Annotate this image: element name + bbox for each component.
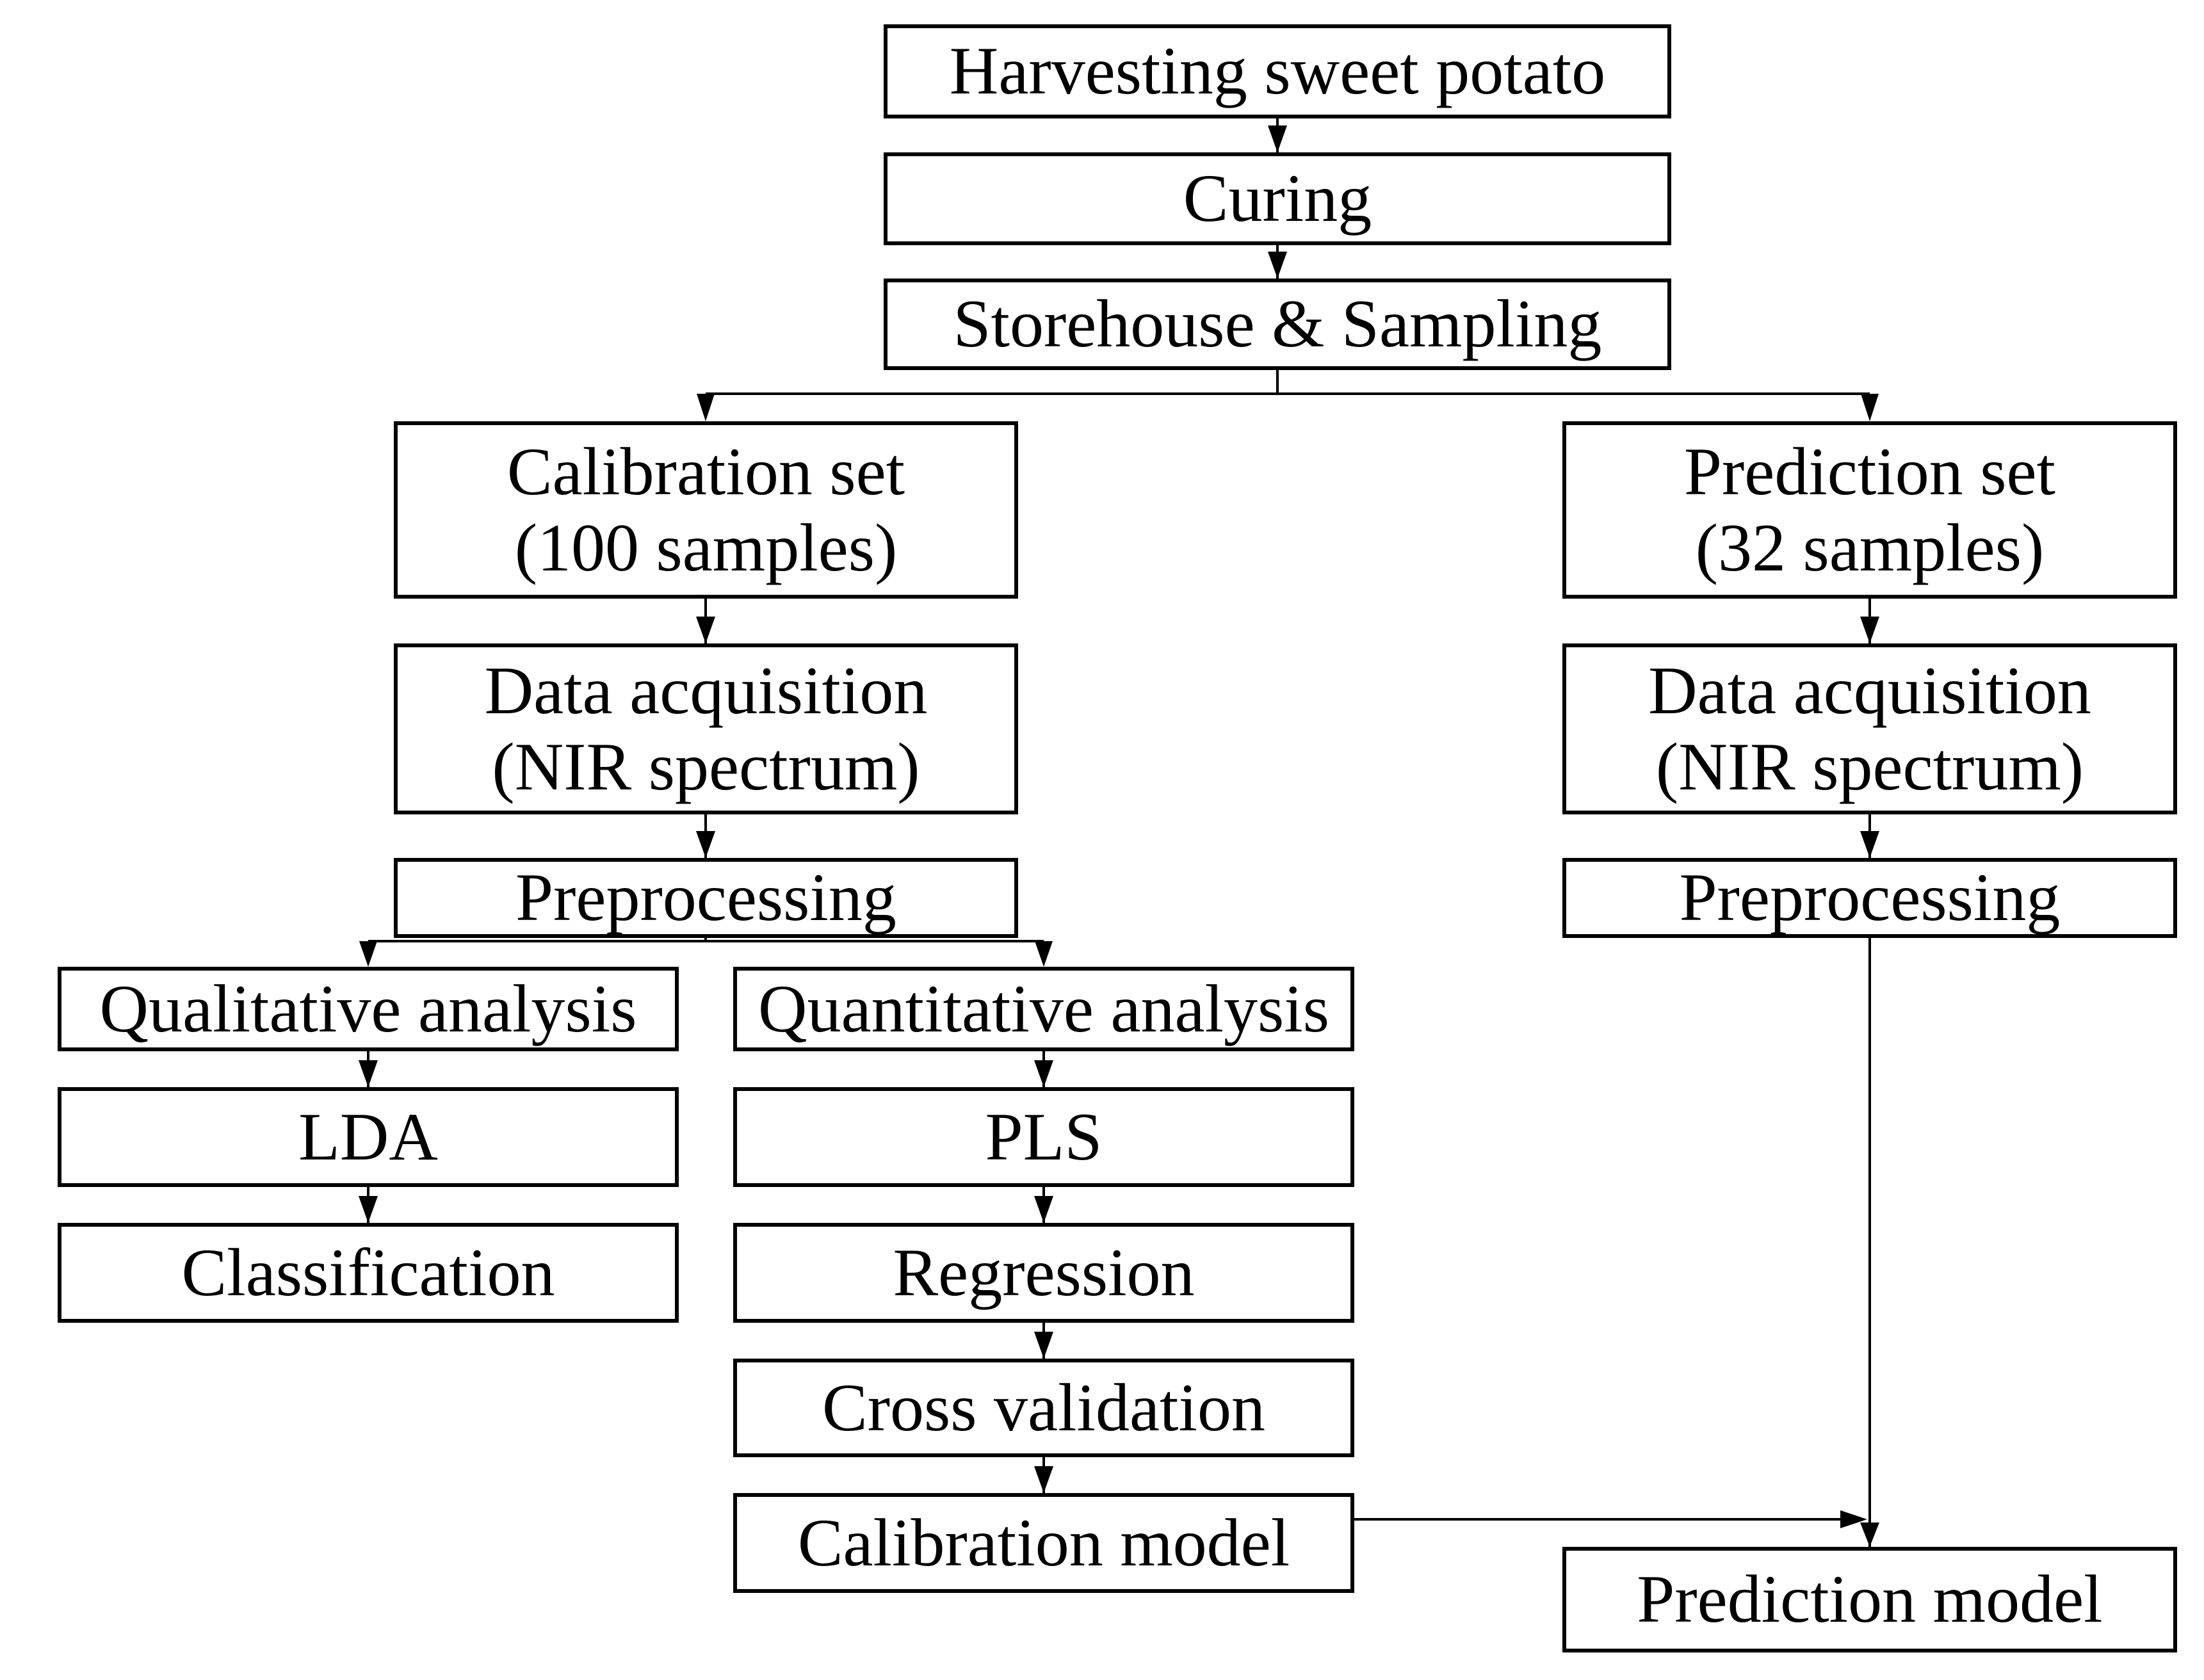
flow-box-label-line2: (NIR spectrum)	[1655, 729, 2084, 804]
flow-box-label-line2: (100 samples)	[514, 510, 898, 585]
flow-box-label: Classification	[181, 1234, 555, 1310]
arrow-lda-to-classification	[359, 1187, 378, 1223]
flow-box-label: Curing	[1183, 161, 1372, 236]
flow-box-label-line2: (32 samples)	[1695, 510, 2045, 585]
flow-box-label: Cross validation	[822, 1369, 1265, 1445]
arrow-curing-to-storehouse	[1268, 245, 1287, 279]
branch-preprocessing-to-analyses	[359, 938, 1053, 967]
arrow-cross-validation-to-calibration-model	[1034, 1457, 1053, 1493]
flow-box-label-line1: Calibration set	[506, 433, 905, 509]
arrow-qualitative-to-lda	[359, 1051, 378, 1087]
flow-box-regression: Regression	[733, 1223, 1354, 1323]
flow-box-label: Regression	[893, 1234, 1195, 1310]
flow-box-cross-validation: Cross validation	[733, 1359, 1354, 1457]
flow-box-harvesting: Harvesting sweet potato	[884, 24, 1671, 118]
flow-box-label: Preprocessing	[1679, 860, 2061, 935]
flow-box-label: Qualitative analysis	[99, 971, 637, 1046]
flow-box-prediction-set: Prediction set (32 samples)	[1562, 421, 2177, 599]
flow-box-label: Preprocessing	[515, 860, 896, 935]
arrow-quantitative-to-pls	[1034, 1051, 1053, 1087]
flow-box-label: Prediction model	[1637, 1562, 2103, 1637]
arrow-data-acquisition-to-preprocessing-left	[696, 814, 715, 858]
flow-box-pls: PLS	[733, 1087, 1354, 1187]
flow-box-storehouse-sampling: Storehouse & Sampling	[884, 279, 1671, 370]
flow-box-preprocessing-prediction: Preprocessing	[1562, 858, 2177, 938]
flow-box-curing: Curing	[884, 152, 1671, 245]
branch-storehouse-to-sets	[697, 370, 1879, 421]
flow-box-lda: LDA	[58, 1087, 679, 1187]
flow-box-label: PLS	[985, 1099, 1103, 1174]
flow-box-label-line2: (NIR spectrum)	[492, 729, 920, 804]
flow-box-prediction-model: Prediction model	[1562, 1547, 2177, 1652]
arrow-data-acquisition-to-preprocessing-right	[1860, 814, 1879, 858]
flow-box-label: LDA	[298, 1099, 438, 1174]
flow-box-label-line1: Data acquisition	[1648, 652, 2091, 728]
flow-box-label-line1: Prediction set	[1684, 433, 2055, 509]
flow-box-qualitative-analysis: Qualitative analysis	[58, 967, 679, 1051]
arrow-regression-to-cross-validation	[1034, 1323, 1053, 1359]
arrow-prediction-set-to-data-acquisition	[1860, 599, 1879, 643]
arrow-calibration-set-to-data-acquisition	[696, 599, 715, 643]
flow-box-label: Calibration model	[797, 1505, 1290, 1580]
flow-box-classification: Classification	[58, 1223, 679, 1323]
flow-box-label: Storehouse & Sampling	[953, 286, 1602, 362]
flow-box-data-acquisition-calibration: Data acquisition (NIR spectrum)	[394, 643, 1018, 814]
flow-box-label: Harvesting sweet potato	[949, 33, 1606, 109]
arrow-calibration-model-to-prediction-model	[1354, 1510, 1867, 1528]
flow-box-calibration-model: Calibration model	[733, 1493, 1354, 1593]
flow-box-label: Quantitative analysis	[758, 971, 1329, 1046]
flow-box-label-line1: Data acquisition	[484, 652, 928, 728]
flow-box-data-acquisition-prediction: Data acquisition (NIR spectrum)	[1562, 643, 2177, 814]
flow-box-preprocessing-calibration: Preprocessing	[394, 858, 1018, 938]
arrow-harvesting-to-curing	[1268, 118, 1287, 152]
flow-box-calibration-set: Calibration set (100 samples)	[394, 421, 1018, 599]
arrow-preprocessing-to-prediction-model	[1860, 938, 1879, 1547]
flow-box-quantitative-analysis: Quantitative analysis	[733, 967, 1354, 1051]
arrow-pls-to-regression	[1034, 1187, 1053, 1223]
